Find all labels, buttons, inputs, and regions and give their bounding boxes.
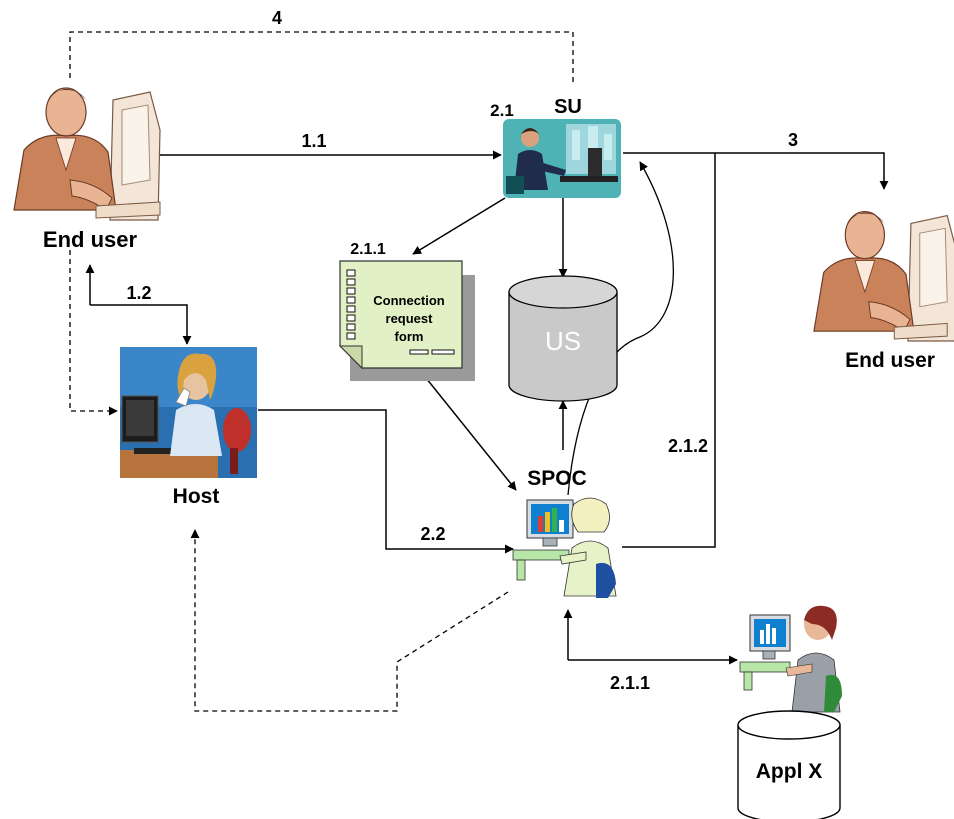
database-cylinder-icon [737,710,841,819]
appl-x-user-node [739,605,842,713]
edge-label-2-1-1-bottom: 2.1.1 [610,673,650,693]
host-label: Host [173,485,220,508]
form-text-line1: Connection [373,293,445,308]
edge-label-1-2: 1.2 [126,283,151,303]
edge-label-1-1: 1.1 [301,131,326,151]
appl-x-label: Appl X [756,760,823,783]
edge-label-4: 4 [272,8,282,28]
edge-dashed-spoc-host [190,529,509,712]
edge-dashed-enduser-host [69,250,118,416]
man-at-computer-icon [813,211,954,342]
edge-spoc-su-curve [567,161,674,496]
end-user-right-node: End user [813,211,954,372]
end-user-left-label: End user [43,227,138,252]
form-step-label: 2.1.1 [350,241,386,258]
edge-label-2-2: 2.2 [420,524,445,544]
document-icon [338,260,475,381]
spoc-node: SPOC [512,467,617,598]
woman-at-computer-icon [739,605,842,713]
us-label: US [545,326,581,356]
edge-label-3: 3 [788,130,798,150]
form-text-line3: form [395,329,424,344]
edge-label-2-1-2: 2.1.2 [668,436,708,456]
su-step-label: 2.1 [490,101,514,120]
host-node: Host [120,347,257,508]
edge-2-2-arrow [258,409,514,554]
woman-on-phone-photo-icon [120,347,257,478]
woman-at-computer-icon [512,497,617,598]
edge-form-spoc-arrow [417,367,517,491]
form-text-line2: request [386,311,434,326]
us-database-node: US [508,275,618,402]
end-user-left-node: End user [13,87,161,252]
database-cylinder-icon [508,275,618,402]
man-at-desk-photo-icon [503,119,621,198]
appl-x-database-node: Appl X [737,710,841,819]
edge-2-1-2-line [622,153,716,548]
edge-su-form-arrow [412,197,506,255]
spoc-label: SPOC [527,467,587,490]
su-label: SU [554,96,582,118]
su-node: 2.1 SU [490,96,621,198]
connection-form-node: 2.1.1 Connection request form [338,241,475,381]
edge-4-dashed [69,31,574,82]
end-user-right-label: End user [845,349,935,372]
edge-1-2-arrow [90,304,192,345]
man-at-computer-icon [13,87,161,221]
edge-3-arrow [623,152,889,190]
